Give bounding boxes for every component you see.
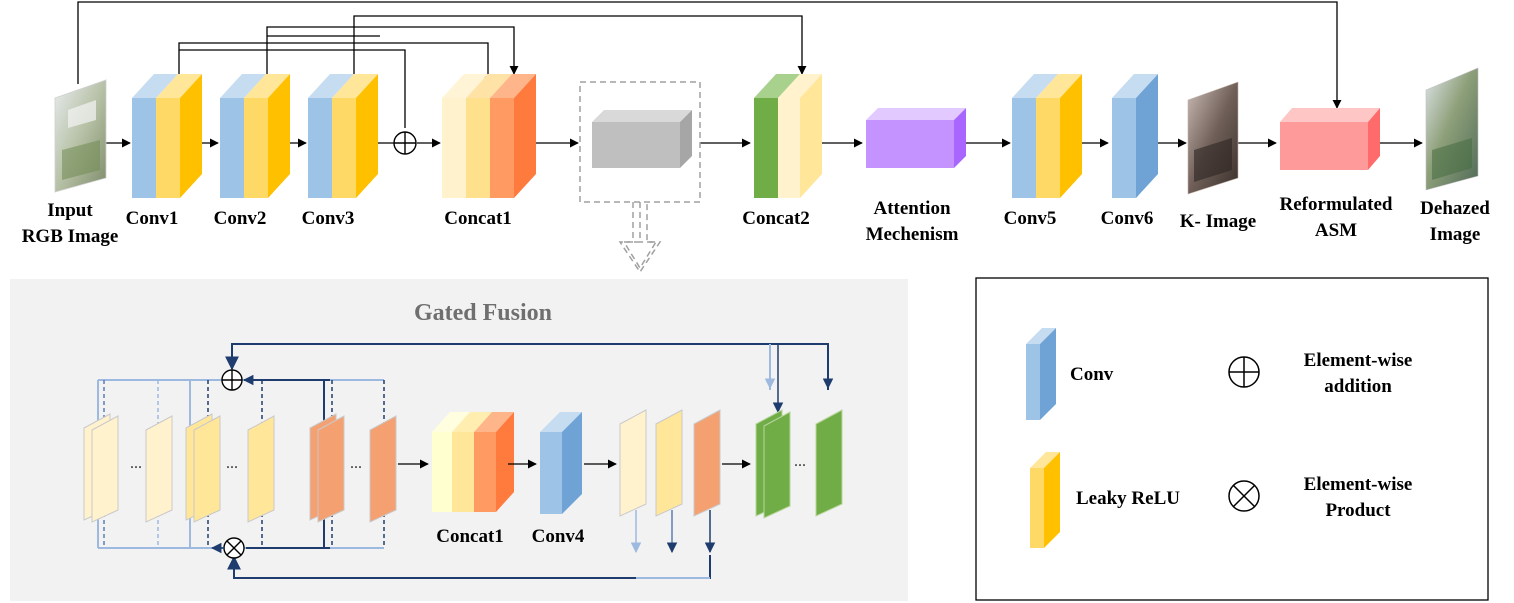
- conv6-block: [1112, 74, 1158, 198]
- inner-concat1-label: Concat1: [436, 526, 504, 547]
- legend-addition-label-1: Element-wise: [1304, 350, 1413, 371]
- legend-relu-swatch: [1030, 452, 1060, 548]
- legend-product-icon: [1228, 480, 1260, 512]
- k-image-label: K- Image: [1180, 211, 1257, 232]
- attention-label-1: Attention: [873, 198, 950, 219]
- gate-product-icon: [223, 537, 245, 559]
- legend-addition-label-2: addition: [1324, 376, 1392, 397]
- ellipsis-4: ...: [794, 453, 806, 470]
- legend-relu-label: Leaky ReLU: [1076, 488, 1180, 509]
- legend-conv-swatch: [1026, 328, 1056, 420]
- input-label-1: Input: [47, 200, 93, 221]
- conv2-block: [220, 74, 290, 198]
- inner-conv4-block: [540, 412, 582, 514]
- gated-fusion-title: Gated Fusion: [414, 300, 552, 326]
- concat1-block: [442, 74, 536, 198]
- dehazed-label-2: Image: [1430, 224, 1481, 245]
- output-image: [1425, 67, 1479, 191]
- k-image: [1187, 81, 1239, 195]
- top-addition-icon: [393, 131, 417, 155]
- legend-product-label-1: Element-wise: [1304, 474, 1413, 495]
- concat2-block: [754, 74, 822, 198]
- ellipsis-2: ...: [226, 455, 238, 472]
- pipeline-labels: Input RGB Image Conv1 Conv2 Conv3 Concat…: [22, 194, 1491, 247]
- gate-addition-icon: [221, 369, 243, 391]
- dehazed-label-1: Dehazed: [1420, 198, 1490, 219]
- legend-addition-icon: [1228, 356, 1260, 388]
- legend-product-label-2: Product: [1325, 500, 1391, 521]
- gated-fusion-panel: Gated Fusion: [10, 279, 908, 601]
- attention-block: [866, 108, 966, 168]
- concat2-label: Concat2: [742, 208, 810, 229]
- ellipsis-1: ...: [130, 455, 142, 472]
- attention-label-2: Mechenism: [866, 224, 959, 245]
- input-image: [54, 79, 107, 193]
- inner-concat1-block: [432, 412, 514, 512]
- inner-conv4-label: Conv4: [532, 526, 585, 547]
- conv1-block: [132, 74, 202, 198]
- input-label-2: RGB Image: [22, 226, 119, 247]
- conv5-label: Conv5: [1004, 208, 1057, 229]
- asm-label-2: ASM: [1315, 220, 1357, 241]
- conv2-label: Conv2: [214, 208, 267, 229]
- ellipsis-3: ...: [350, 455, 362, 472]
- conv1-label: Conv1: [126, 208, 179, 229]
- skip-connections: [77, 1, 1342, 128]
- conv3-label: Conv3: [302, 208, 355, 229]
- asm-label-1: Reformulated: [1280, 194, 1393, 215]
- asm-block: [1280, 108, 1380, 170]
- gated-fusion-placeholder: [579, 81, 701, 274]
- conv6-label: Conv6: [1101, 208, 1154, 229]
- concat1-label: Concat1: [444, 208, 512, 229]
- conv3-block: [308, 74, 378, 198]
- conv5-block: [1012, 74, 1082, 198]
- legend-conv-label: Conv: [1070, 364, 1114, 385]
- legend-box: Conv Leaky ReLU Element-wise addition El…: [975, 277, 1489, 601]
